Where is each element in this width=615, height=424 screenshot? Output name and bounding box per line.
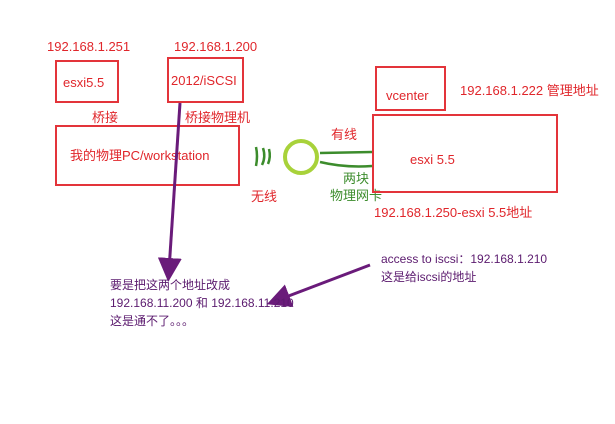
wired-line-bottom: [319, 160, 373, 168]
ip-esxi55-left: 192.168.1.251: [47, 39, 131, 54]
wireless-mark-3: [266, 148, 272, 165]
nic-circle: [283, 139, 319, 175]
two-nics-label: 两块 物理网卡: [330, 171, 383, 203]
note-right-line1: access to iscsi：192.168.1.210: [381, 252, 548, 266]
wired-label: 有线: [331, 127, 358, 142]
vcenter-box-label: vcenter: [386, 88, 429, 103]
bridge-label-1: 桥接: [92, 110, 119, 125]
ip-2012-iscsi: 192.168.1.200: [174, 39, 258, 54]
iscsi-2012-box: 2012/iSCSI: [167, 57, 244, 103]
esxi55-right-box-label: esxi 5.5: [410, 152, 455, 167]
note-left-line2: 192.168.11.200 和 192.168.11.210: [110, 296, 294, 310]
vcenter-box: vcenter: [375, 66, 446, 111]
wireless-mark-1: [254, 146, 259, 167]
esxi55-left-box: esxi5.5: [55, 60, 119, 103]
bridge-label-2: 桥接物理机: [185, 110, 251, 125]
note-left-line1: 要是把这两个地址改成: [110, 278, 231, 292]
physical-pc-box: 我的物理PC/workstation: [55, 125, 240, 186]
note-left-line3: 这是通不了。。。: [110, 314, 195, 328]
wireless-label: 无线: [251, 189, 278, 204]
esxi55-left-box-label: esxi5.5: [63, 75, 105, 90]
ip-esxi55-right: 192.168.1.250-esxi 5.5地址: [374, 205, 533, 220]
esxi55-right-box: esxi 5.5: [372, 114, 558, 193]
wired-line-top: [319, 150, 373, 155]
wireless-mark-2: [260, 147, 266, 166]
note-right-line2: 这是给iscsi的地址: [381, 270, 477, 284]
iscsi-2012-box-label: 2012/iSCSI: [171, 73, 237, 88]
arrow-to-notes-left: [157, 102, 182, 282]
arrow-to-notes-right: [266, 263, 371, 307]
ip-vcenter: 192.168.1.222 管理地址: [460, 83, 599, 98]
physical-pc-box-label: 我的物理PC/workstation: [70, 148, 210, 163]
